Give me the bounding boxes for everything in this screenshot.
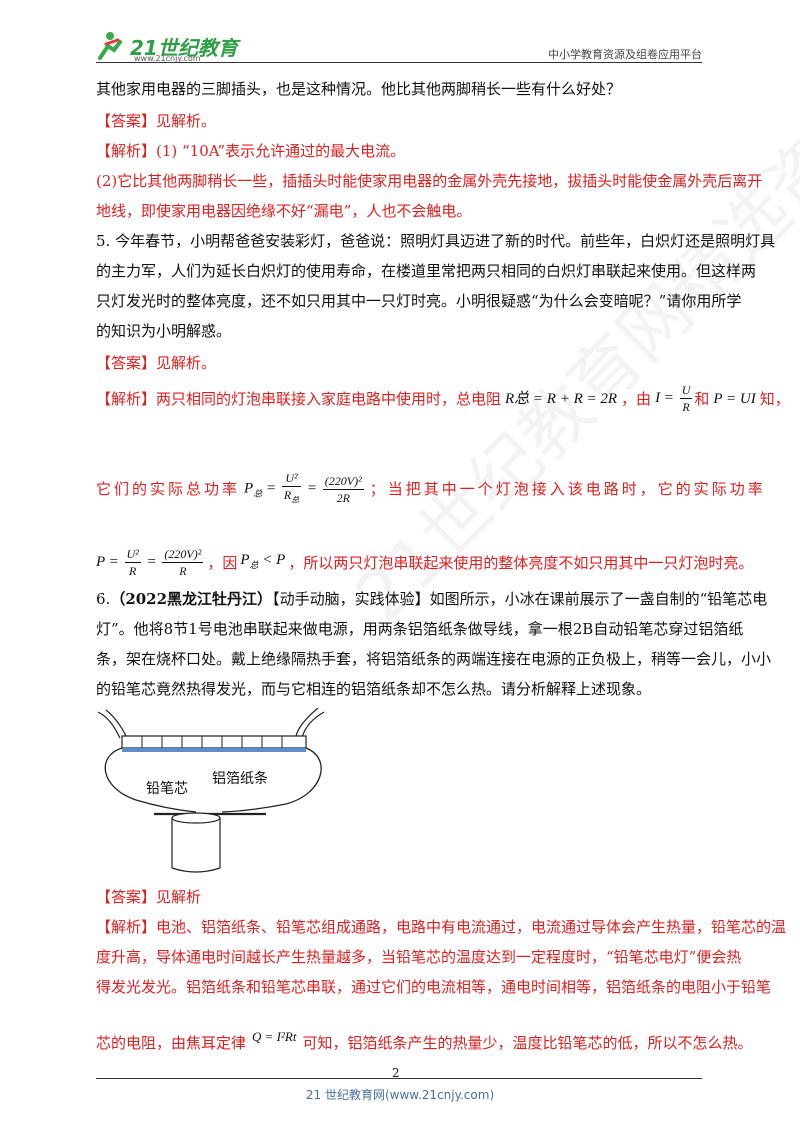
q6-line-4: 的铅笔芯竟然热得发光，而与它相连的铝箔纸条却不怎么热。请分析解释上述现象。 [96, 680, 652, 698]
q6-analysis-4-pre: 芯的电阻，由焦耳定律 [96, 1034, 247, 1052]
figure-label-pencil: 铅笔芯 [146, 781, 188, 797]
q4-analysis-1: 【解析】(1) “10A”表示允许通过的最大电流。 [96, 142, 406, 160]
q5-line-3: 只灯发光时的整体亮度，还不如只用其中一只灯时亮。小明很疑惑“为什么会变暗呢？”请… [96, 292, 742, 310]
q5-line-4: 的知识为小明解惑。 [96, 322, 232, 340]
q6-analysis-1: 【解析】电池、铝箔纸条、铅笔芯组成通路，电路中有电流通过，电流通过导体会产生热量… [96, 918, 787, 936]
q6-line-3: 条，架在烧杯口处。戴上绝缘隔热手套，将铝箔纸条的两端连接在电源的正负极上，稍等一… [96, 650, 772, 668]
power-eq: P = UI [713, 390, 756, 407]
q5-analysis-1-end: 知， [759, 389, 790, 408]
logo-title: 21世纪教育 [130, 36, 238, 60]
q6-source: （2022黑龙江牡丹江） [110, 590, 273, 608]
q6-analysis-2: 度升高，导体通电时间越长产生热量越多，当铅笔芯的温度达到一定程度时，“铅笔芯电灯… [96, 948, 742, 966]
q6-answer: 【答案】见解析 [96, 888, 202, 906]
q5-line-1: 5. 今年春节，小明帮爸爸安装彩灯，爸爸说：照明灯具迈进了新的时代。前些年，白炽… [96, 232, 776, 250]
footer-divider [96, 1078, 702, 1079]
q5-analysis-2-post: ；当把其中一个灯泡接入该电路时，它的实际功率 [369, 480, 766, 499]
pencil-lamp-figure: 铅笔芯 铝箔纸条 [96, 707, 326, 878]
q4-text: 其他家用电器的三脚插头，也是这种情况。他比其他两脚稍长一些有什么好处？ [96, 80, 622, 98]
q5-analysis-1-pre: 【解析】两只相同的灯泡串联接入家庭电路中使用时，总电阻 [96, 389, 502, 408]
q5-analysis-1-and: 和 [694, 389, 710, 408]
q6-analysis-3: 得发光发光。铝箔纸条和铅笔芯串联，通过它们的电流相等，通电时间相等，铝箔纸条的电… [96, 978, 772, 996]
q6-analysis-4: 芯的电阻，由焦耳定律 Q = I²Rt 可知，铝箔纸条产生的热量少，温度比铅笔芯… [96, 1029, 753, 1054]
q6-number: 6. [96, 590, 111, 608]
total-resistance-eq: R总 = R + R = 2R [505, 390, 618, 407]
q5-analysis-3-mid: ，因 [207, 553, 238, 572]
q5-analysis-3-end: ，所以两只灯泡串联起来使用的整体亮度不如只用其中一只灯泡时亮。 [288, 553, 754, 572]
power-compare: P总 < P [240, 552, 286, 570]
q4-analysis-2a: (2)它比其他两脚稍长一些，插插头时能使家用电器的金属外壳先接地，拔插头时能使金… [96, 172, 763, 190]
q5-line-2: 的主力军，人们为延长白炽灯的使用寿命，在楼道里常把两只相同的白炽灯串联起来使用。… [96, 262, 757, 280]
q6-line-1-rest: 【动手动脑，实践体验】如图所示，小冰在课前展示了一盏自制的“铅笔芯电 [272, 590, 768, 608]
q6-line-1: 6.（2022黑龙江牡丹江）【动手动脑，实践体验】如图所示，小冰在课前展示了一盏… [96, 588, 767, 610]
q5-answer: 【答案】见解析。 [96, 354, 217, 372]
header-logo: 21世纪教育 www.21cnjy.com [96, 30, 246, 66]
q4-analysis-2b: 地线，即使家用电器因绝缘不好“漏电”，人也不会触电。 [96, 202, 472, 220]
q5-analysis-1-mid: ，由 [621, 389, 652, 408]
page-number: 2 [392, 1066, 400, 1080]
q6-analysis-4-post: 可知，铝箔纸条产生的热量少，温度比铅笔芯的低，所以不怎么热。 [302, 1034, 753, 1052]
q5-analysis-2-pre: 它们的实际总功率 [96, 480, 241, 499]
q4-answer: 【答案】见解析。 [96, 112, 217, 130]
runner-logo-icon [98, 32, 122, 60]
footer-site[interactable]: 21 世纪教育网(www.21cnjy.com) [305, 1088, 495, 1102]
figure-label-foil: 铝箔纸条 [212, 771, 268, 787]
joule-law-eq: Q = I²Rt [252, 1029, 297, 1044]
header-platform-name: 中小学教育资源及组卷应用平台 [548, 48, 702, 61]
q6-line-2: 灯”。他将8节1号电池串联起来做电源，用两条铝箔纸条做导线，拿一根2B自动铅笔芯… [96, 620, 744, 638]
pencil-lamp-diagram [97, 707, 325, 873]
logo-subtitle: www.21cnjy.com [134, 54, 201, 63]
q5-analysis-1: 【解析】两只相同的灯泡串联接入家庭电路中使用时，总电阻 R总 = R + R =… [96, 382, 790, 415]
header-divider [96, 62, 702, 63]
